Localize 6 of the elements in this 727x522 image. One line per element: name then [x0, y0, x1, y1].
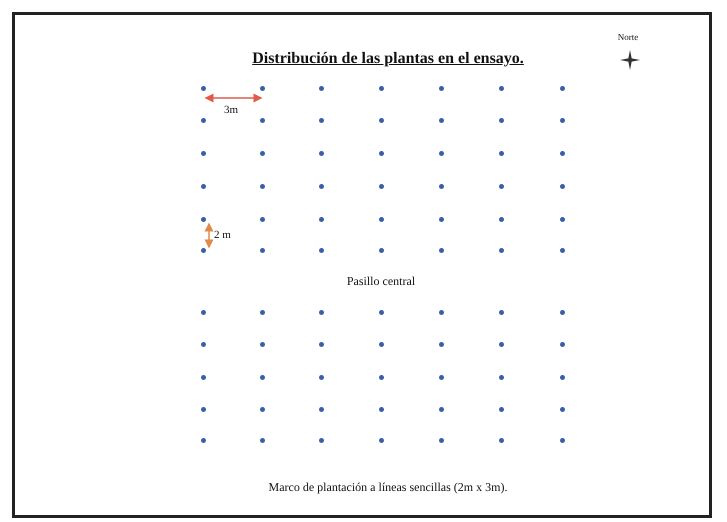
- aisle-label: Pasillo central: [346, 274, 416, 289]
- compass-label: Norte: [618, 32, 638, 42]
- dimension-label: 3m: [224, 104, 238, 116]
- diagram-caption: Marco de plantación a líneas sencillas (2m x 3m).: [268, 480, 508, 495]
- diagram-title: Distribución de las plantas en el ensayo.: [252, 50, 524, 68]
- dimension-label: 2 m: [214, 229, 231, 241]
